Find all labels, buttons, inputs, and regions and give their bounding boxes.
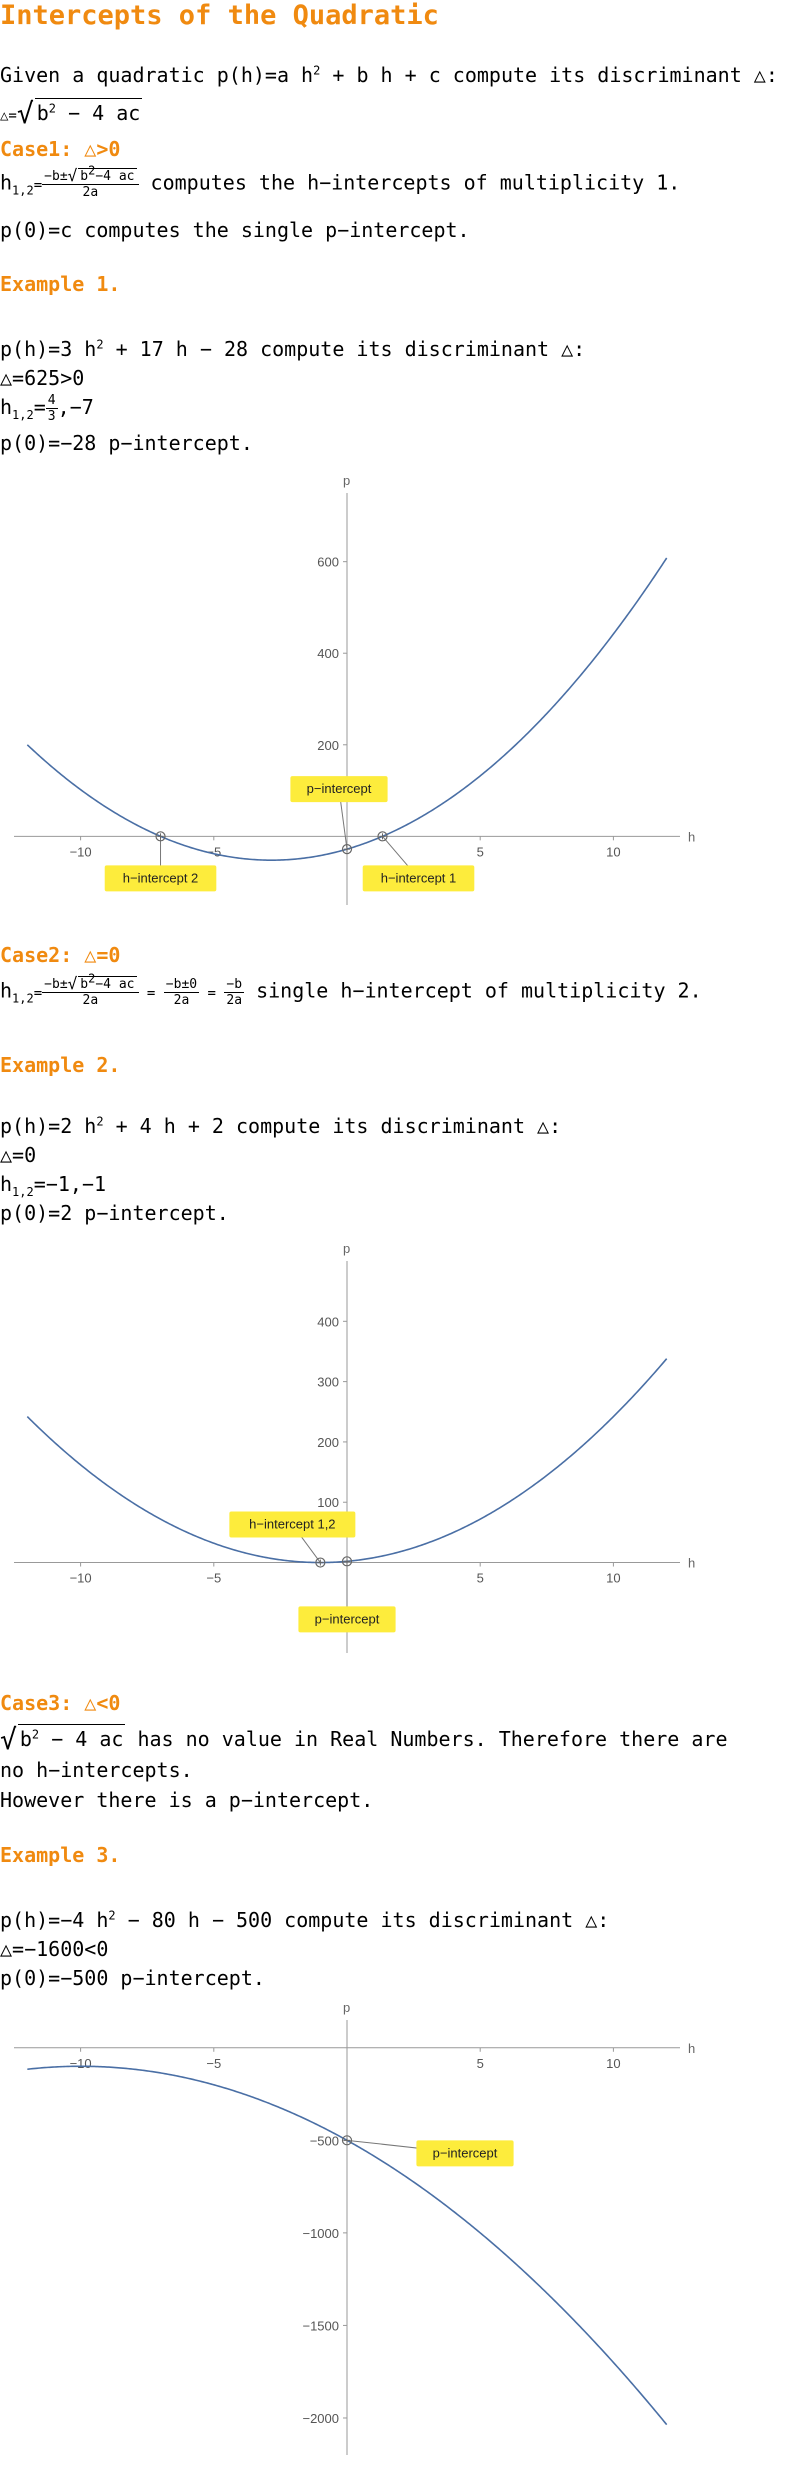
y-tick-label: 200 <box>317 1435 339 1450</box>
x-tick-label: −5 <box>206 1571 221 1586</box>
ex3-line3: p(0)=−500 p−intercept. <box>0 1966 265 1990</box>
x-tick-label: 10 <box>606 1571 620 1586</box>
case3-line3: However there is a p−intercept. <box>0 1788 374 1812</box>
ex2-heading: Example 2. <box>0 1053 121 1077</box>
intro-eq: =a h <box>264 63 314 87</box>
page-title: Intercepts of the Quadratic <box>0 0 439 31</box>
case2-heading: Case2: △=0 <box>0 943 121 967</box>
callout-label: p−intercept <box>433 2145 498 2160</box>
intro-text: Given a quadratic <box>0 63 217 87</box>
ex1-line1: p(h)=3 h2 + 17 h − 28 compute its discri… <box>0 337 586 361</box>
y-tick-label: −500 <box>310 2133 339 2148</box>
x-tick-label: 5 <box>477 844 484 859</box>
callout-box <box>104 865 217 892</box>
y-tick-label: 100 <box>317 1495 339 1510</box>
callout-label: h−intercept 1,2 <box>249 1517 335 1532</box>
case3-line1: √b2 − 4 ac has no value in Real Numbers.… <box>0 1723 728 1756</box>
x-axis-label: h <box>688 1556 695 1571</box>
x-axis-label: h <box>688 2041 695 2056</box>
radical-icon: √ <box>0 1723 17 1756</box>
callout-label: h−intercept 1 <box>381 870 457 885</box>
y-tick-label: 300 <box>317 1375 339 1390</box>
x-tick-label: −10 <box>70 844 92 859</box>
y-tick-label: 400 <box>317 646 339 661</box>
callout-box <box>290 776 388 803</box>
intro-discriminant: △=√b2 − 4 ac <box>0 97 143 130</box>
x-tick-label: −5 <box>206 844 221 859</box>
ex2-line2: △=0 <box>0 1143 37 1167</box>
y-axis-label: p <box>343 1241 350 1256</box>
case3-line2: no h−intercepts. <box>0 1758 193 1782</box>
ex1-line2: △=625>0 <box>0 366 85 390</box>
ex1-heading: Example 1. <box>0 272 121 296</box>
callout-label: h−intercept 2 <box>123 870 199 885</box>
y-tick-label: 400 <box>317 1314 339 1329</box>
intro-ph: p(h) <box>216 63 265 87</box>
y-tick-label: −1500 <box>302 2318 339 2333</box>
ex3-line2: △=−1600<0 <box>0 1937 109 1961</box>
intro-rest: + b h + c compute its discriminant △: <box>320 63 778 87</box>
ex2-line3: h1,2=−1,−1 <box>0 1172 106 1199</box>
x-tick-label: 5 <box>477 2056 484 2071</box>
callout-label: p−intercept <box>307 781 372 796</box>
case1-line2: p(0)=c computes the single p−intercept. <box>0 218 470 242</box>
x-tick-label: 5 <box>477 1571 484 1586</box>
case3-heading: Case3: △<0 <box>0 1691 121 1715</box>
intercept-point <box>155 831 166 842</box>
y-tick-label: −2000 <box>302 2411 339 2426</box>
intro-line: Given a quadratic p(h)=a h2 + b h + c co… <box>0 61 778 89</box>
ex2-line4: p(0)=2 p−intercept. <box>0 1201 229 1225</box>
x-axis-label: h <box>688 829 695 844</box>
ex3-heading: Example 3. <box>0 1843 121 1867</box>
y-tick-label: 200 <box>317 738 339 753</box>
delta-eq: △= <box>0 108 17 124</box>
ex1-line4: p(0)=−28 p−intercept. <box>0 431 253 455</box>
y-axis-label: p <box>343 2000 350 2015</box>
radicand: b2 − 4 ac <box>34 98 143 127</box>
callout-box <box>298 1606 396 1633</box>
chart-example-3: h p −10 −5 5 10 −500 −1000 −1500 −2000 p−intercept <box>14 2000 695 2455</box>
intercept-point <box>341 844 353 855</box>
x-tick-label: −10 <box>70 2056 92 2071</box>
ex3-line1: p(h)=−4 h2 − 80 h − 500 compute its disc… <box>0 1908 610 1932</box>
intercept-point <box>341 1556 353 1567</box>
intercept-point <box>377 831 388 842</box>
y-axis-label: p <box>343 473 350 488</box>
x-tick-label: 10 <box>606 2056 620 2071</box>
x-tick-label: −5 <box>206 2056 221 2071</box>
x-tick-label: 10 <box>606 844 620 859</box>
case1-heading: Case1: △>0 <box>0 137 121 161</box>
y-tick-label: −1000 <box>302 2226 339 2241</box>
x-tick-label: −10 <box>70 1571 92 1586</box>
y-tick-label: 600 <box>317 555 339 570</box>
radical-icon: √ <box>16 97 34 130</box>
callout-box <box>416 2140 514 2167</box>
intercept-point <box>315 1557 326 1568</box>
callout-box <box>362 865 475 892</box>
intro-sq: 2 <box>313 63 321 78</box>
intercept-point <box>341 2135 353 2146</box>
callout-label: p−intercept <box>315 1611 380 1626</box>
chart-example-1: h p −10 −5 5 10 200 400 600 h−intercept 2 h−interc… <box>14 473 695 905</box>
ex2-line1: p(h)=2 h2 + 4 h + 2 compute its discrimi… <box>0 1114 562 1138</box>
callout-box <box>229 1511 356 1538</box>
